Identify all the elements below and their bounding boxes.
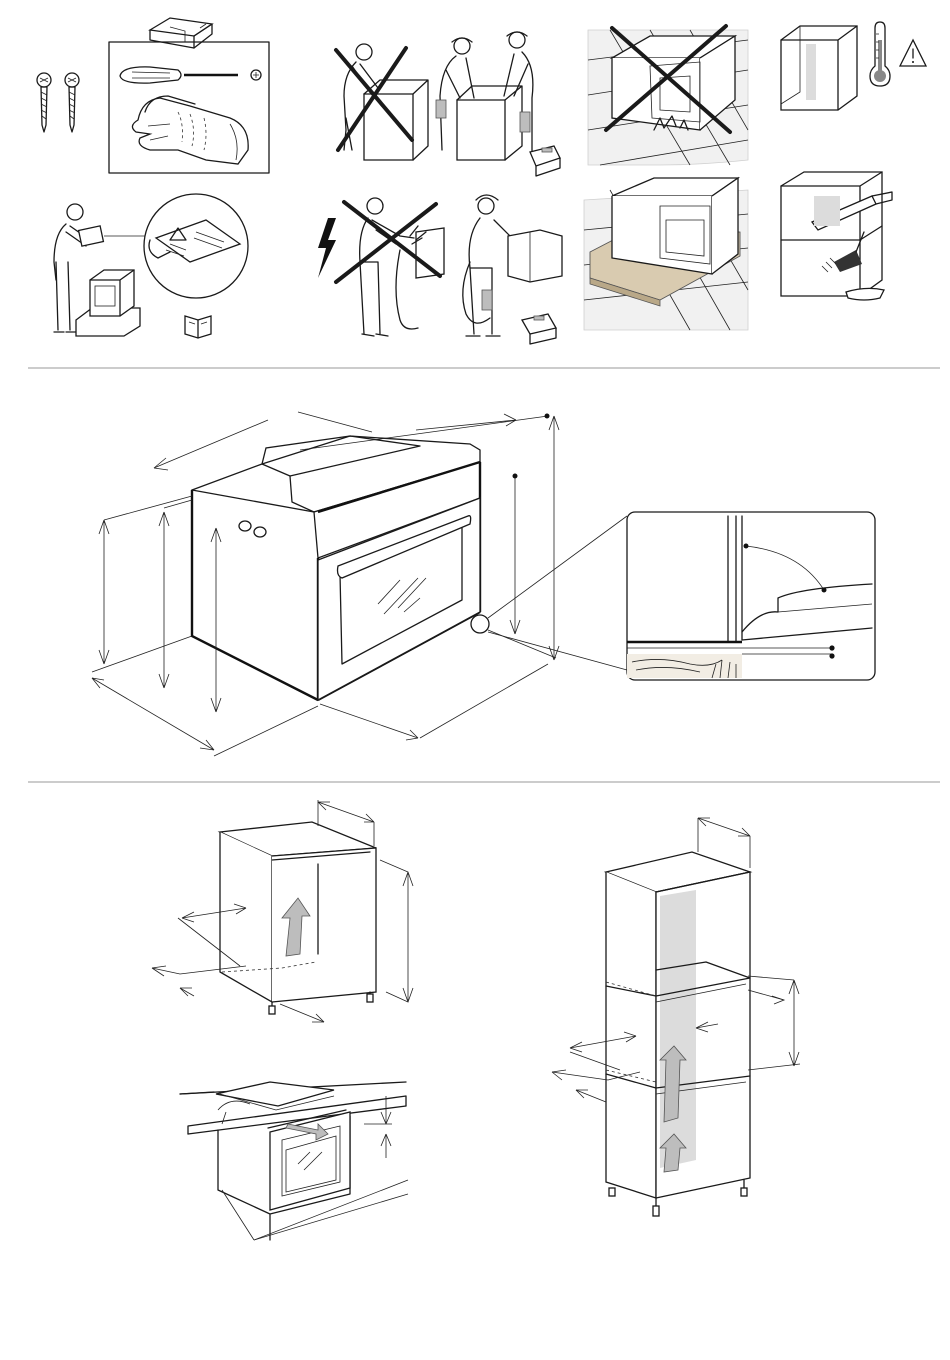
detail-marker — [471, 615, 489, 633]
toolbox-icon — [522, 314, 556, 344]
two-installers-lifting — [436, 32, 560, 176]
cabinet-installation-section — [152, 800, 800, 1240]
lightning-icon — [318, 218, 336, 278]
countertop-clearance — [180, 1082, 408, 1240]
screw-icon — [65, 73, 79, 132]
cabinet-heat-warning-panel — [781, 22, 926, 110]
no-damaged-oven-panel — [588, 26, 748, 165]
warning-triangle-icon — [900, 40, 926, 66]
toolbox-icon — [530, 146, 560, 176]
gloves-icon — [132, 96, 248, 164]
oven-on-base — [76, 270, 140, 336]
under-counter-cabinet — [152, 800, 413, 1022]
preparation-section — [37, 18, 926, 344]
hob — [216, 1082, 334, 1106]
electrician-installer — [463, 195, 562, 344]
open-book-icon — [185, 316, 211, 338]
electrical-install-panel — [318, 195, 562, 344]
single-person-lifting — [344, 44, 428, 160]
oven-dimensions-section — [92, 412, 875, 756]
tools-and-screws-panel — [37, 18, 269, 173]
oven-body — [192, 436, 489, 700]
dustpan-icon — [846, 288, 884, 300]
edge-detail-callout — [488, 512, 875, 680]
screwdriver-icon — [120, 67, 261, 83]
screw-icon — [37, 73, 51, 132]
tall-column-cabinet — [552, 818, 800, 1216]
read-manual-panel — [54, 194, 248, 338]
protective-base-panel — [584, 178, 748, 330]
spacer-box-icon — [150, 18, 212, 48]
carry-oven-panel — [336, 32, 560, 176]
thermometer-icon — [870, 22, 890, 86]
clean-cabinet-panel — [781, 172, 892, 300]
